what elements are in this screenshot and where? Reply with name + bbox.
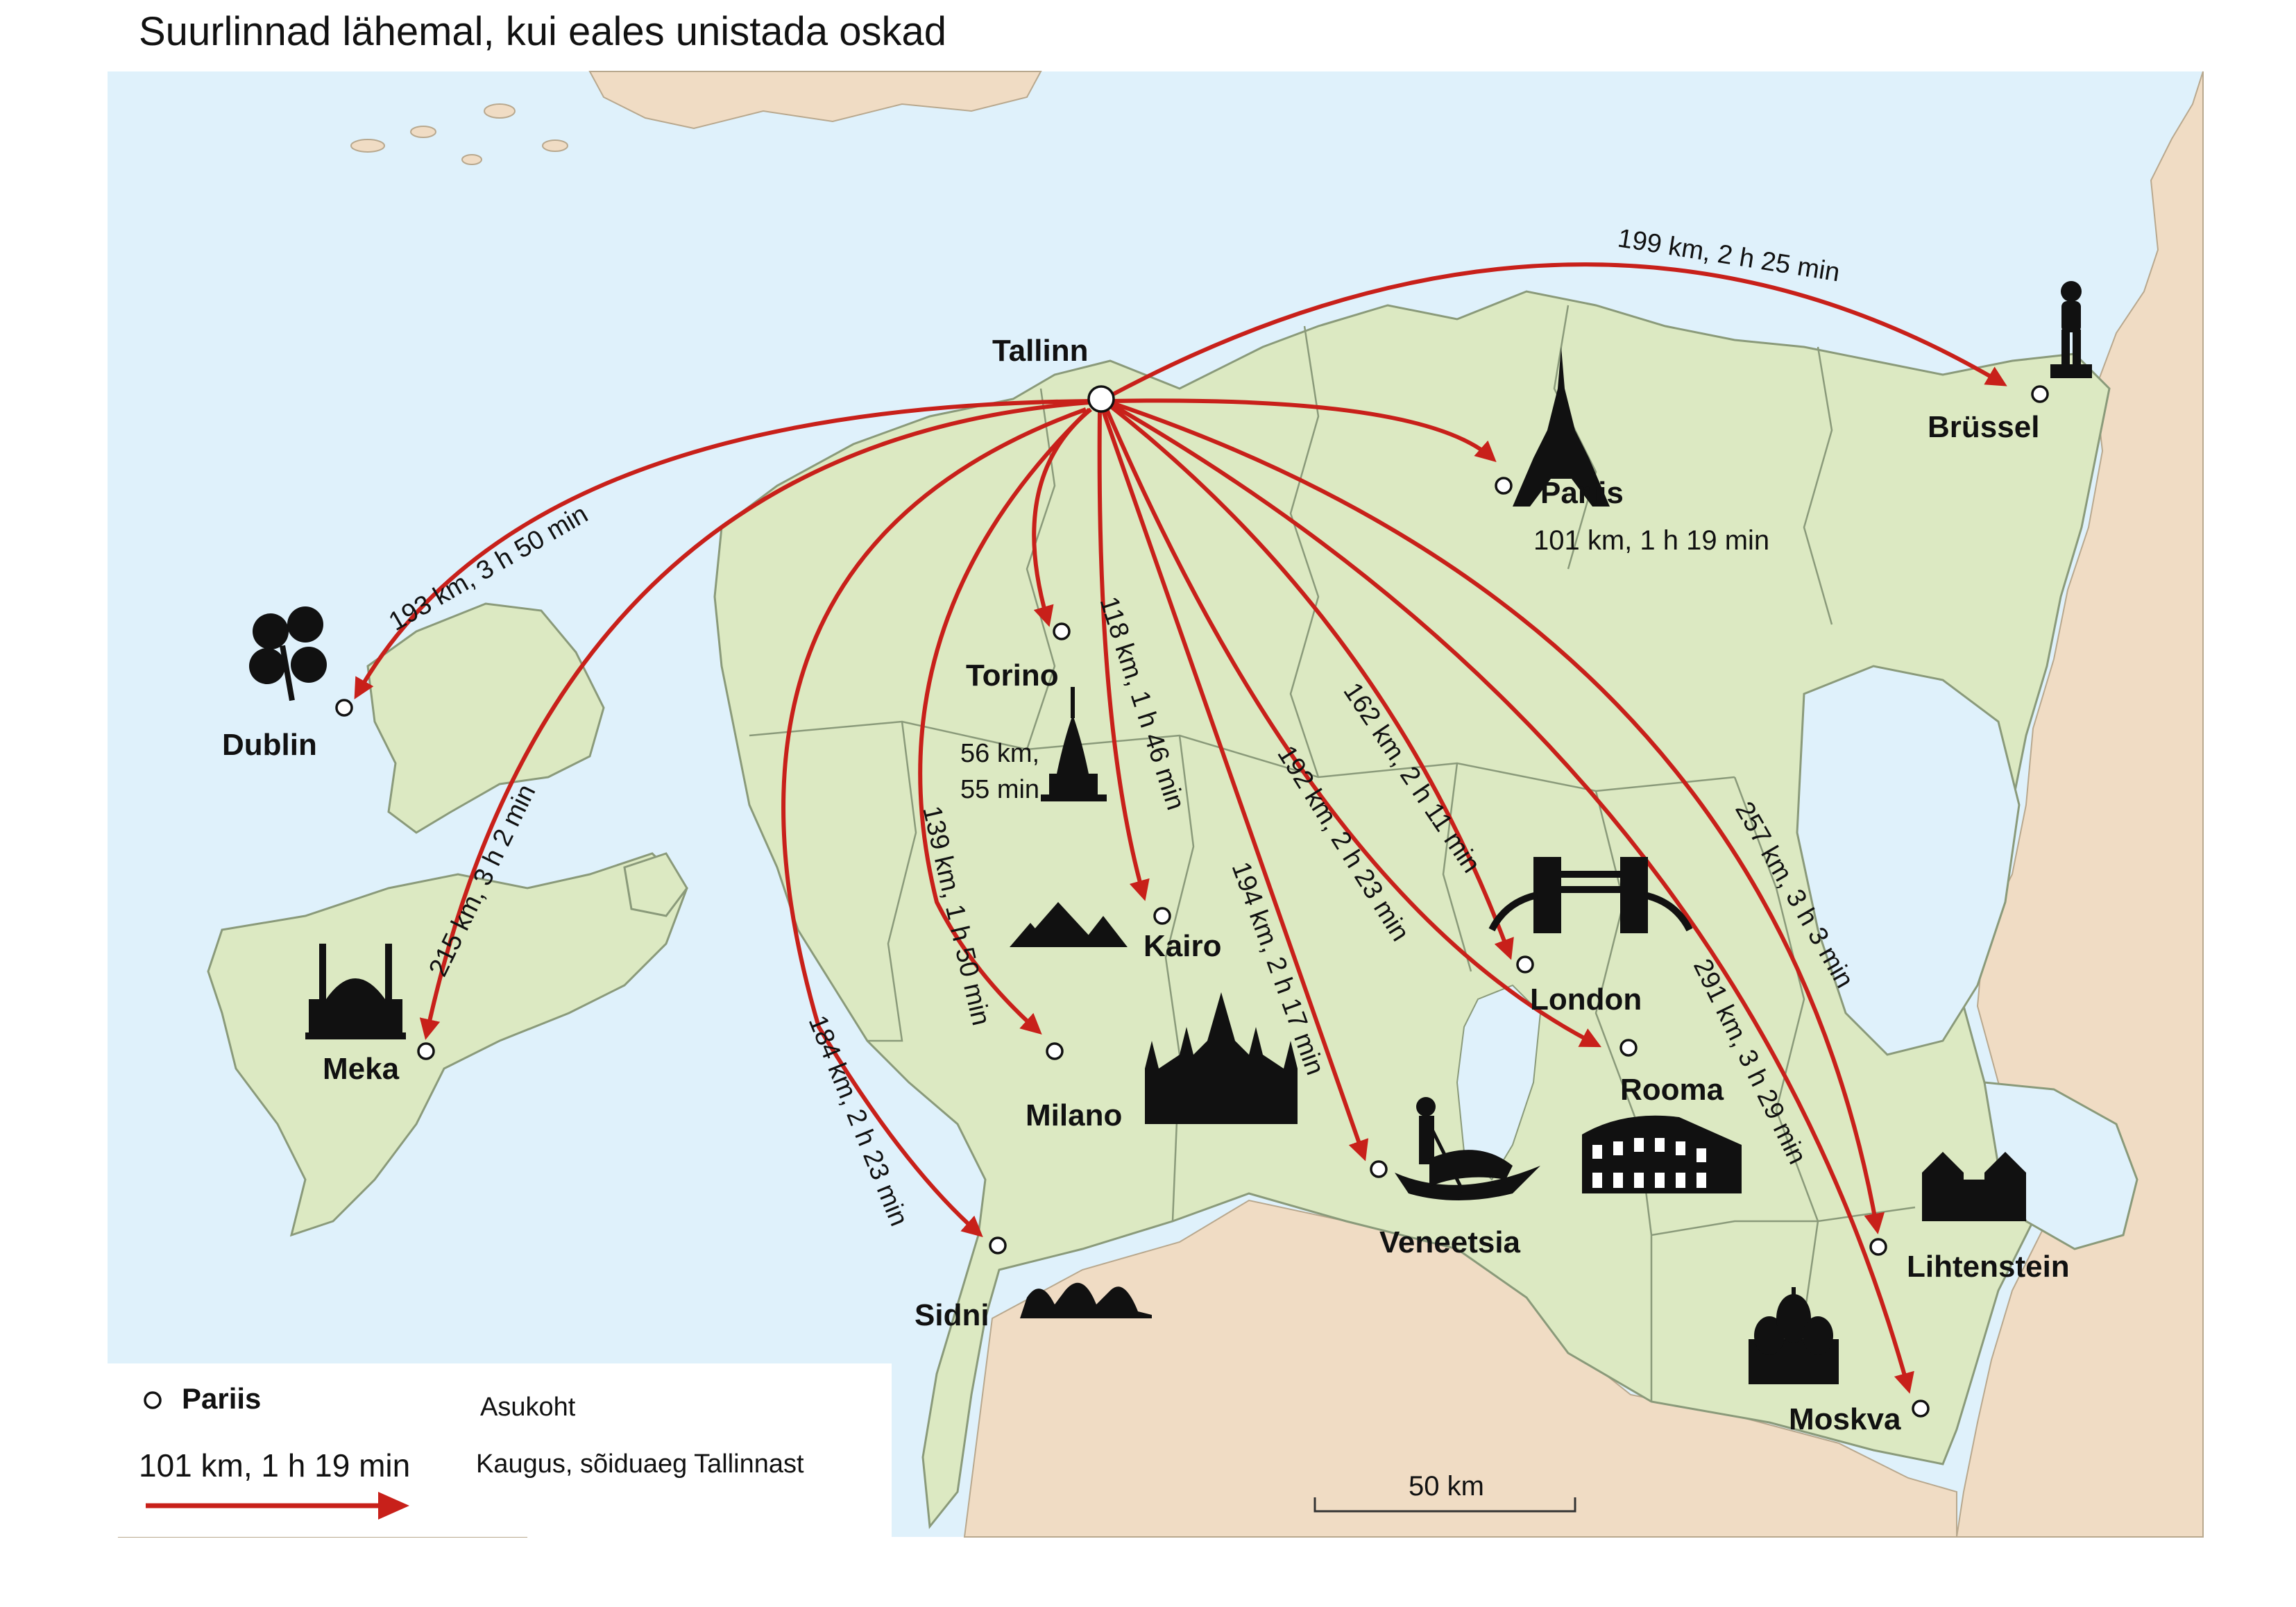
city-dots bbox=[335, 385, 2049, 1418]
route-milano bbox=[918, 407, 1091, 1035]
pariis-label: Pariis bbox=[1540, 476, 1624, 510]
pyramids-icon bbox=[1010, 902, 1128, 947]
eiffel-tower-icon bbox=[1513, 347, 1610, 507]
london-dot bbox=[1516, 955, 1534, 973]
sidni-dot bbox=[989, 1236, 1007, 1255]
moskva-label: Moskva bbox=[1789, 1402, 1901, 1436]
orthodox-church-icon bbox=[1749, 1287, 1839, 1384]
colosseum-icon bbox=[1582, 1115, 1742, 1193]
route-label-pariis: 101 km, 1 h 19 min bbox=[1533, 525, 1769, 556]
gondola-icon bbox=[1395, 1097, 1540, 1200]
manneken-pis-icon bbox=[2050, 281, 2092, 378]
estonia-mainland bbox=[713, 290, 2111, 1529]
lake-peipus bbox=[1796, 665, 2021, 1056]
route-label-torino-2: 55 min bbox=[960, 775, 1039, 804]
rooma-label: Rooma bbox=[1620, 1073, 1724, 1107]
sidni-label: Sidni bbox=[915, 1298, 989, 1332]
legend-sample-distance: 101 km, 1 h 19 min bbox=[139, 1447, 410, 1483]
route-sidni bbox=[781, 407, 1087, 1237]
scale-bar-label: 50 km bbox=[1409, 1471, 1484, 1502]
route-meka bbox=[419, 400, 1090, 1040]
finland-skerries bbox=[350, 103, 568, 165]
route-kairo bbox=[1097, 410, 1150, 901]
milano-dot bbox=[1046, 1042, 1064, 1060]
tower-bridge-icon bbox=[1488, 857, 1693, 933]
dublin-label: Dublin bbox=[222, 728, 317, 762]
saaremaa-island bbox=[207, 852, 688, 1237]
meka-label: Meka bbox=[323, 1052, 400, 1086]
muhu-island bbox=[623, 852, 688, 917]
finland-land bbox=[588, 71, 1042, 130]
hiiumaa-island bbox=[366, 602, 605, 834]
route-dublin bbox=[354, 399, 1094, 699]
tallinn-dot bbox=[1087, 385, 1115, 413]
mole-antonelliana-icon bbox=[1041, 687, 1107, 801]
legend-location-label: Asukoht bbox=[480, 1393, 576, 1422]
route-veneetsia bbox=[1101, 410, 1369, 1162]
legend-location-dot bbox=[144, 1391, 162, 1409]
mosque-icon bbox=[305, 944, 406, 1039]
meka-dot bbox=[417, 1042, 435, 1060]
veneetsia-dot bbox=[1370, 1160, 1388, 1178]
route-rooma bbox=[1105, 408, 1602, 1048]
legend: Pariis Asukoht 101 km, 1 h 19 min Kaugus… bbox=[108, 1363, 892, 1537]
brussel-dot bbox=[2031, 385, 2049, 403]
route-brussel bbox=[1105, 262, 2007, 400]
london-label: London bbox=[1530, 983, 1642, 1017]
legend-distance-label: Kaugus, sõiduaeg Tallinnast bbox=[476, 1449, 804, 1479]
legend-sample-city: Pariis bbox=[182, 1382, 261, 1415]
route-lihtenstein bbox=[1109, 400, 1885, 1234]
russia-land bbox=[1955, 71, 2204, 1538]
tallinn-label: Tallinn bbox=[992, 334, 1089, 368]
rooma-dot bbox=[1619, 1039, 1638, 1057]
lihtenstein-dot bbox=[1869, 1238, 1887, 1256]
kairo-label: Kairo bbox=[1143, 929, 1221, 963]
milan-cathedral-icon bbox=[1145, 992, 1298, 1124]
veneetsia-label: Veneetsia bbox=[1379, 1225, 1521, 1259]
page-title: Suurlinnad lähemal, kui eales unistada o… bbox=[139, 9, 946, 54]
torino-label: Torino bbox=[966, 658, 1059, 692]
torino-dot bbox=[1053, 622, 1071, 640]
brussel-label: Brüssel bbox=[1928, 410, 2039, 444]
scale-bar: 50 km bbox=[1313, 1471, 1576, 1513]
moskva-dot bbox=[1912, 1400, 1930, 1418]
route-moskva bbox=[1109, 402, 1914, 1394]
city-labels: Tallinn Brüssel Pariis Dublin Torino Kai… bbox=[222, 334, 2070, 1436]
opera-house-icon bbox=[1020, 1282, 1152, 1318]
dublin-dot bbox=[335, 699, 353, 717]
route-pariis bbox=[1109, 398, 1497, 463]
milano-label: Milano bbox=[1026, 1098, 1122, 1132]
shamrock-icon bbox=[249, 606, 327, 702]
pariis-dot bbox=[1495, 477, 1513, 495]
kairo-dot bbox=[1153, 907, 1171, 925]
lihtenstein-label: Lihtenstein bbox=[1907, 1250, 2070, 1284]
routes bbox=[354, 262, 2007, 1394]
castle-icon bbox=[1922, 1152, 2026, 1221]
route-label-torino-1: 56 km, bbox=[960, 739, 1039, 768]
route-london bbox=[1109, 404, 1514, 960]
